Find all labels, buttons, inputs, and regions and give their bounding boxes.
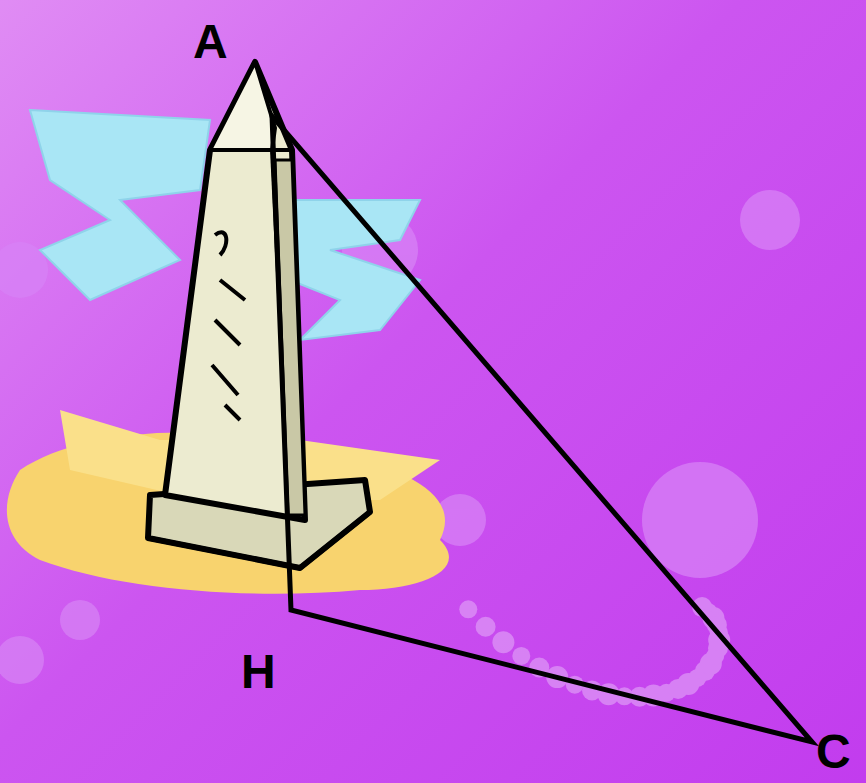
chain-bead	[492, 631, 514, 653]
obelisk	[148, 62, 370, 568]
vertex-label: H	[241, 648, 276, 696]
triangle-ahc	[272, 116, 812, 742]
chain-bead	[512, 647, 530, 665]
bubble-chain	[459, 597, 730, 707]
vertex-label: A	[193, 18, 228, 66]
chain-bead	[476, 617, 496, 637]
vertex-label: C	[816, 728, 851, 776]
chain-bead	[459, 600, 477, 618]
